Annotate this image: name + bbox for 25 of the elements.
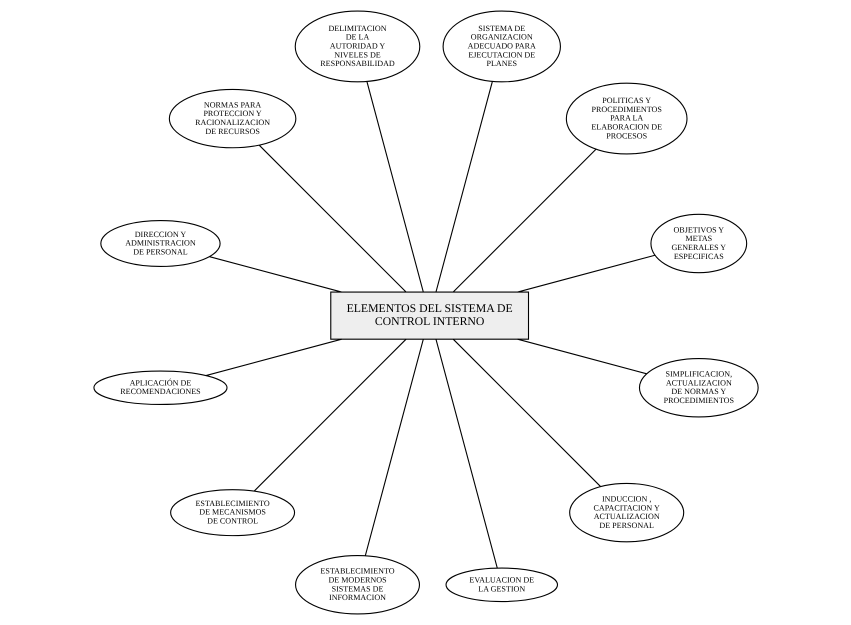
node-ellipse: DIRECCION Y ADMINISTRACION DE PERSONAL [100, 220, 220, 267]
connector [208, 256, 342, 293]
node-ellipse: SISTEMA DE ORGANIZACION ADECUADO PARA EJECUTACION DE PLANES [442, 10, 560, 82]
node-ellipse: ESTABLECIMIENTO DE MODERNOS SISTEMAS DE INFORMACION [294, 555, 420, 615]
connector [452, 338, 600, 487]
connector [434, 339, 498, 568]
connector [364, 339, 424, 556]
node-ellipse: POLITICAS Y PROCEDIMIENTOS PARA LA ELABORACION DE PROCESOS [565, 82, 688, 155]
node-ellipse: ESTABLECIMIENTO DE MECANISMOS DE CONTROL [170, 489, 295, 536]
node-ellipse: INDUCCION , CAPACITACION Y ACTUALIZACION DE PERSONAL [568, 482, 684, 542]
node-ellipse: EVALUACION DE LA GESTION [444, 568, 558, 602]
connector [258, 144, 406, 292]
node-ellipse: APLICACIÓN DE RECOMENDACIONES [92, 370, 228, 406]
node-box: ELEMENTOS DEL SISTEMA DE CONTROL INTERNO [330, 292, 529, 340]
node-ellipse: DELIMITACION DE LA AUTORIDAD Y NIVELES DE RESPONSABILIDAD [294, 10, 420, 82]
node-ellipse: NORMAS PARA PROTECCION Y RACIONALIZACION DE RECURSOS [168, 88, 296, 148]
node-ellipse: OBJETIVOS Y METAS GENERALES Y ESPECIFICAS [650, 214, 747, 274]
connector [516, 338, 646, 374]
connector [434, 81, 492, 292]
connector [452, 148, 596, 292]
connector [516, 254, 655, 293]
node-ellipse: SIMPLIFICACION, ACTUALIZACION DE NORMAS Y PROCEDIMIENTOS [638, 358, 758, 418]
connector [253, 338, 406, 492]
connector [205, 338, 342, 376]
connector [366, 81, 424, 292]
